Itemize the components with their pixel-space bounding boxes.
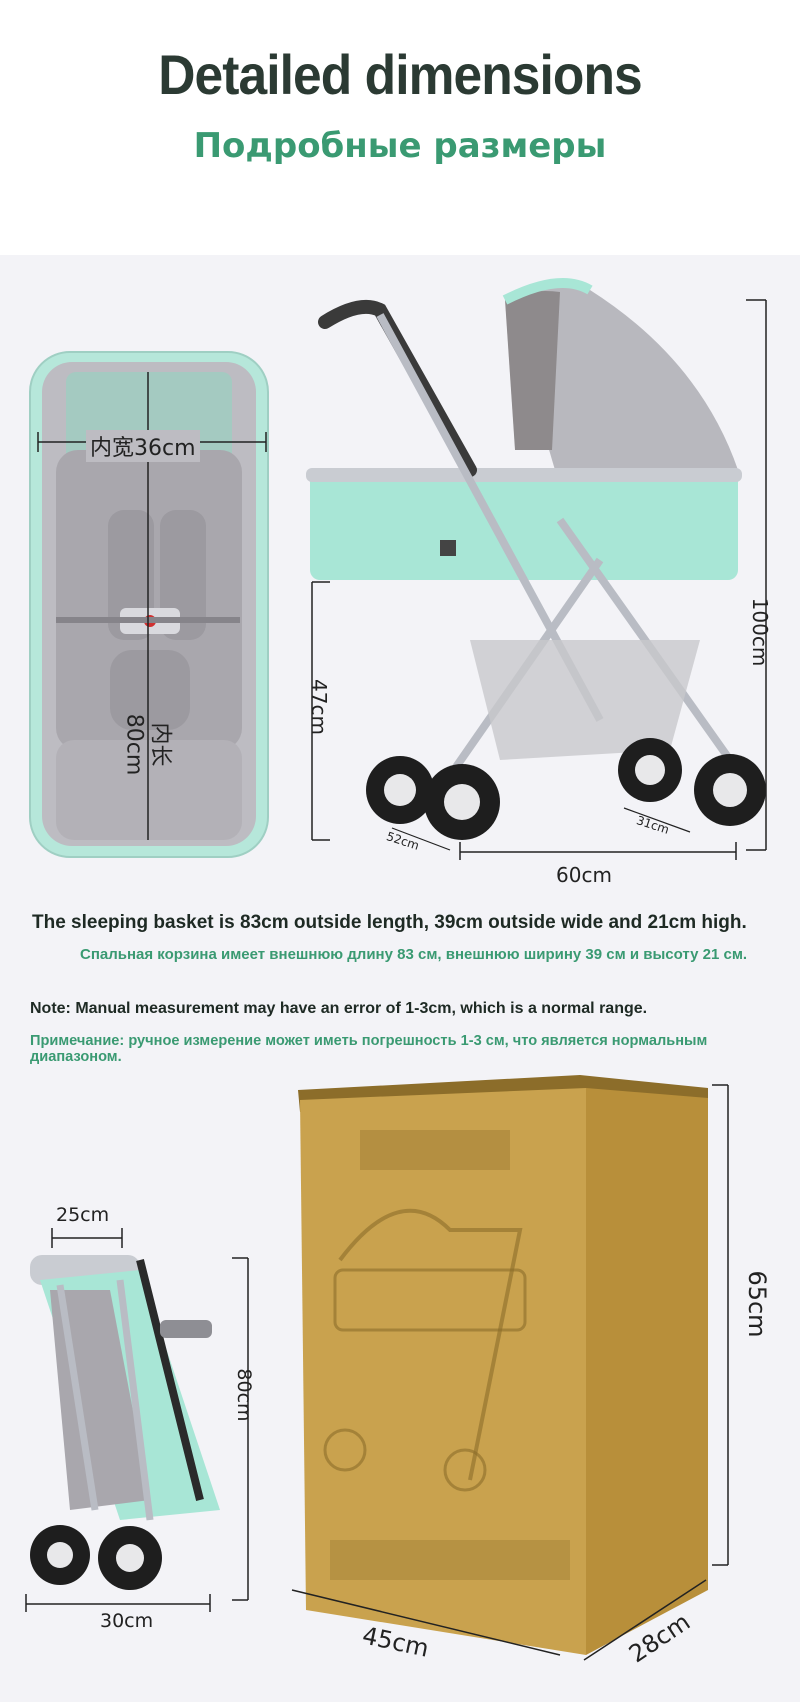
- basket-height-label: 47cm: [307, 679, 331, 735]
- folded-stroller-view: [25, 1228, 249, 1612]
- stroller-height-label: 100cm: [748, 597, 772, 667]
- stroller-side-view: [306, 277, 767, 860]
- page-subtitle: Подробные размеры: [193, 126, 607, 166]
- stroller-length-label: 60cm: [556, 863, 612, 887]
- box-height-label: 65cm: [743, 1270, 771, 1338]
- basket-top-view: [29, 351, 269, 858]
- page-title: Detailed dimensions: [158, 43, 642, 106]
- measurement-note-ru: Примечание: ручное измерение может иметь…: [30, 1033, 708, 1065]
- measurement-note-en: Note: Manual measurement may have an err…: [30, 1000, 648, 1017]
- basket-inner-width-label: 内宽36cm: [86, 430, 200, 462]
- basket-size-note-en: The sleeping basket is 83cm outside leng…: [32, 912, 747, 933]
- basket-inner-length-label: 内长80cm: [121, 713, 173, 776]
- folded-width-label: 25cm: [56, 1204, 110, 1226]
- basket-size-note-ru: Спальная корзина имеет внешнюю длину 83 …: [80, 946, 748, 963]
- shipping-box-view: [291, 1075, 729, 1661]
- folded-height-label: 80cm: [233, 1368, 255, 1422]
- folded-depth-label: 30cm: [100, 1610, 154, 1632]
